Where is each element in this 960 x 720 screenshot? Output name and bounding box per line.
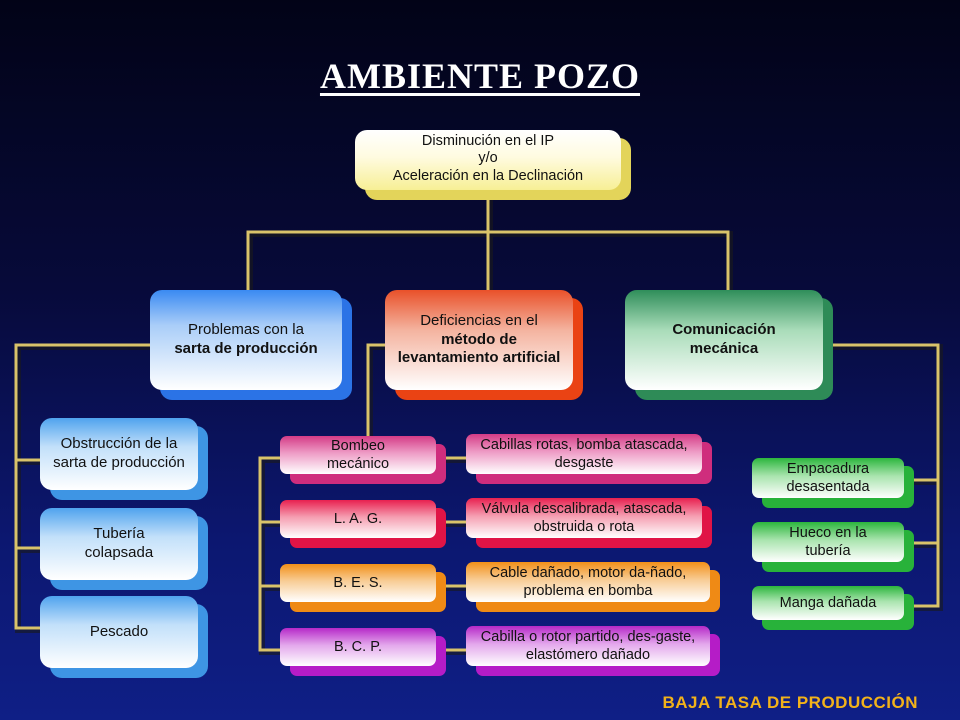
root-line-1: Disminución en el IP <box>421 132 555 149</box>
category-comunicacion-bold: Comunicación mecánica <box>672 321 776 357</box>
method-bes: B. E. S. <box>280 564 446 612</box>
problem-bes: Cable dañado, motor da-ñado, problema en… <box>466 562 720 612</box>
root-line-3: Aceleración en la Declinación <box>392 167 584 184</box>
comunicacion-item-label: Manga dañada <box>752 586 904 620</box>
sarta-item-label: Obstrucción de la sarta de producción <box>40 418 198 490</box>
sarta-item: Obstrucción de la sarta de producción <box>40 418 208 500</box>
comunicacion-item-label: Empacadura desasentada <box>752 458 904 498</box>
problem-bcp: Cabilla o rotor partido, des-gaste, elas… <box>466 626 720 676</box>
method-bombeo: Bombeo mecánico <box>280 436 446 484</box>
method-lag: L. A. G. <box>280 500 446 548</box>
category-metodo-bold: método de levantamiento artificial <box>397 330 561 367</box>
sarta-item-label: Pescado <box>40 596 198 668</box>
comunicacion-item-label: Hueco en la tubería <box>752 522 904 562</box>
category-sarta-bold: sarta de producción <box>174 340 318 357</box>
category-comunicacion: Comunicación mecánica <box>625 290 833 400</box>
method-label: L. A. G. <box>280 500 436 538</box>
problem-label: Válvula descalibrada, atascada, obstruid… <box>466 498 702 538</box>
category-sarta-pre: Problemas con la <box>188 321 304 339</box>
problem-bombeo: Cabillas rotas, bomba atascada, desgaste <box>466 434 712 484</box>
comunicacion-item: Manga dañada <box>752 586 914 630</box>
root-node: Disminución en el IP y/o Aceleración en … <box>355 130 631 200</box>
problem-label: Cable dañado, motor da-ñado, problema en… <box>466 562 710 602</box>
problem-label: Cabillas rotas, bomba atascada, desgaste <box>466 434 702 474</box>
problem-label: Cabilla o rotor partido, des-gaste, elas… <box>466 626 710 666</box>
sarta-item: Tubería colapsada <box>40 508 208 590</box>
category-sarta: Problemas con la sarta de producción <box>150 290 352 400</box>
method-bcp: B. C. P. <box>280 628 446 676</box>
category-metodo-pre: Deficiencias en el <box>420 311 538 329</box>
page-title: AMBIENTE POZO <box>319 56 641 96</box>
method-label: B. E. S. <box>280 564 436 602</box>
sarta-item-label: Tubería colapsada <box>40 508 198 580</box>
comunicacion-item: Empacadura desasentada <box>752 458 914 508</box>
problem-lag: Válvula descalibrada, atascada, obstruid… <box>466 498 712 548</box>
category-metodo: Deficiencias en el método de levantamien… <box>385 290 583 400</box>
method-label: Bombeo mecánico <box>280 436 436 474</box>
method-label: B. C. P. <box>280 628 436 666</box>
sarta-item: Pescado <box>40 596 208 678</box>
footer-label: BAJA TASA DE PRODUCCIÓN <box>662 693 918 712</box>
comunicacion-item: Hueco en la tubería <box>752 522 914 572</box>
root-line-2: y/o <box>478 150 498 167</box>
